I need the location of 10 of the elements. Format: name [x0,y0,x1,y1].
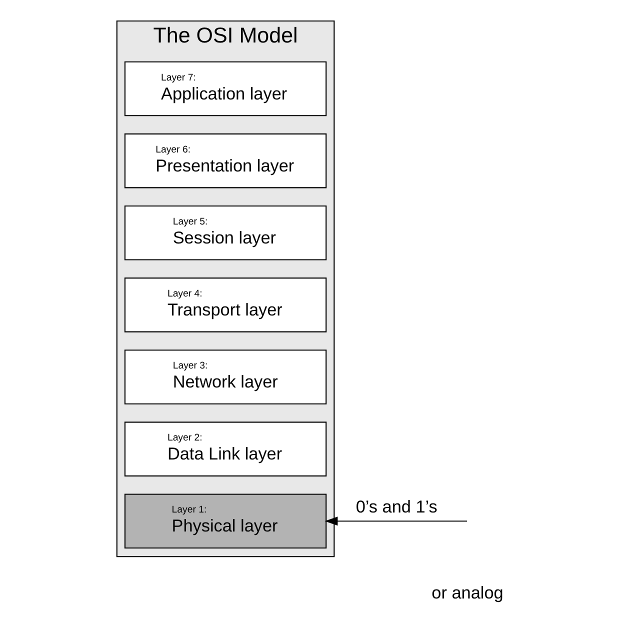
node-box: Layer 6: Presentation layer [124,133,326,188]
edge-label: 0’s and 1’s [355,496,437,516]
node-box: Layer 2: Data Link layer [124,422,326,476]
arrow [324,516,467,526]
node-box: Layer 7: Application layer [124,61,326,116]
node-box: Layer 4: Transport layer [124,278,326,332]
node-box: Layer 1: Physical layer [124,494,326,549]
node-box: Layer 5: Session layer [124,205,326,260]
node-box: Layer 3: Network layer [124,350,326,404]
label: or analog [431,582,503,602]
